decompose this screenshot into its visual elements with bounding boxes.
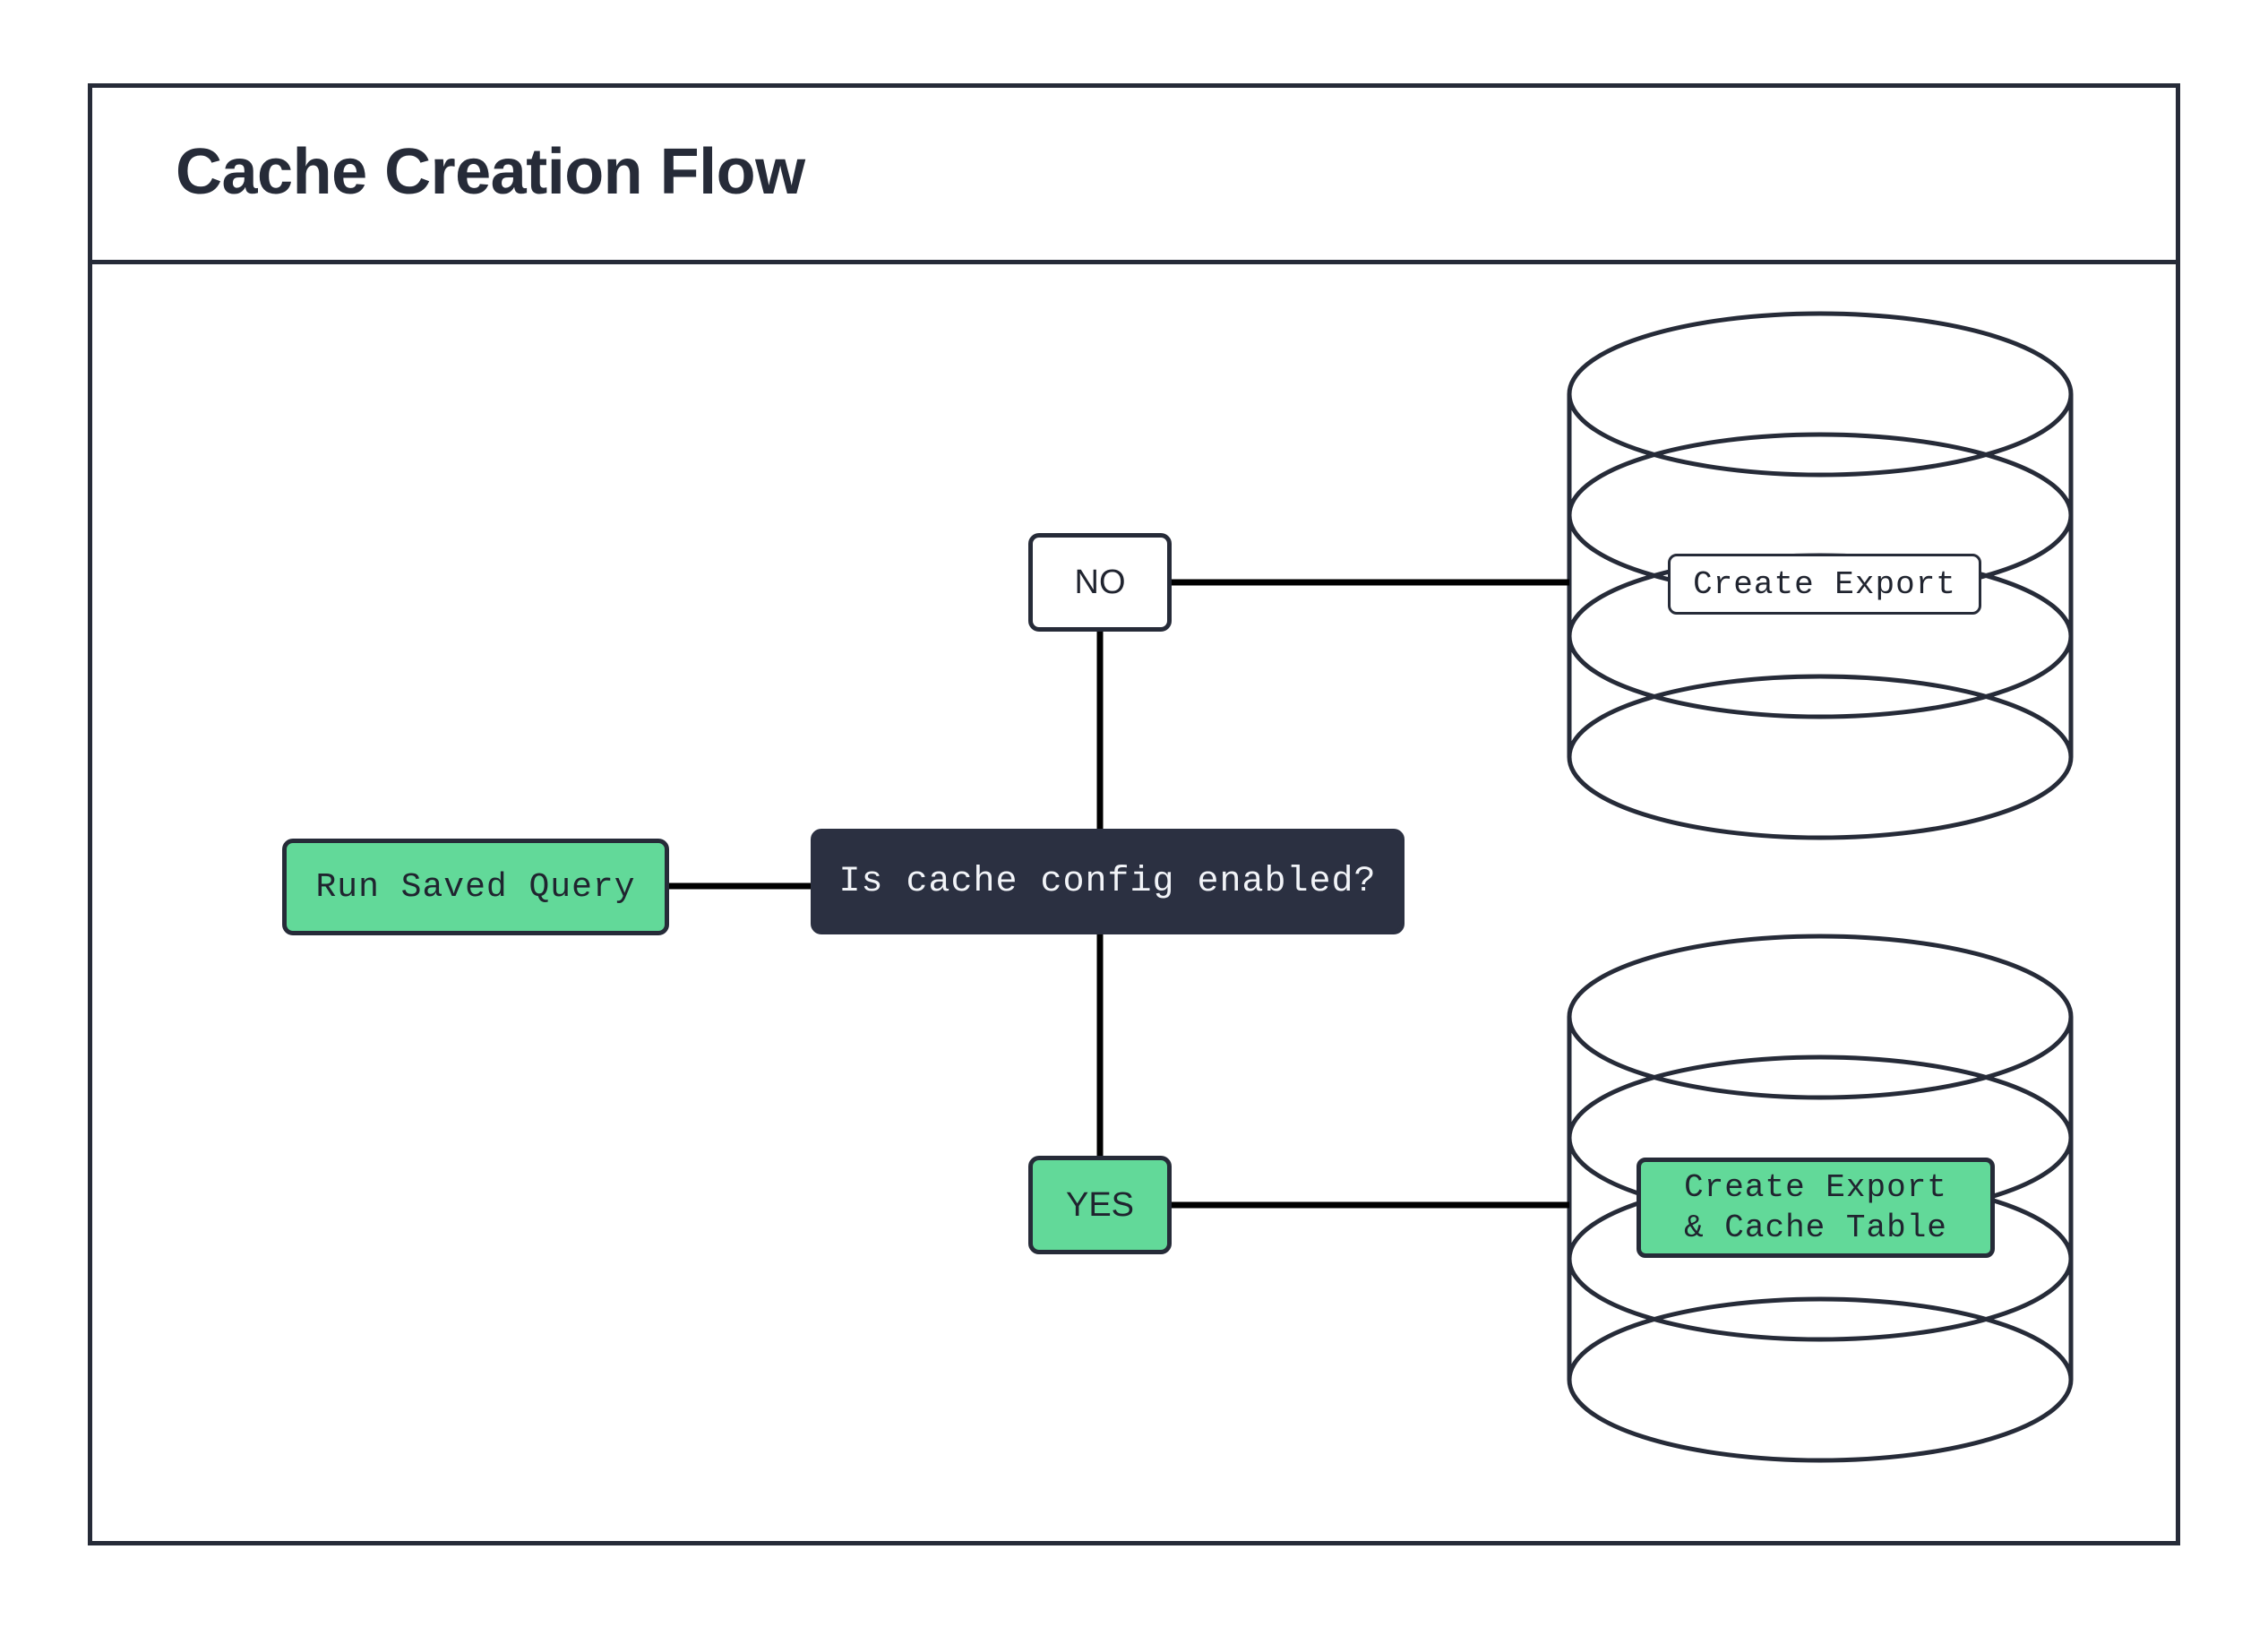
edge-label-yes[interactable]: YES [1028,1156,1172,1254]
db-label-create-export-and-cache-table[interactable]: Create Export & Cache Table [1637,1158,1995,1258]
db-label-line-1: Create Export [1684,1169,1947,1206]
page-title: Cache Creation Flow [176,135,805,208]
diagram-frame [88,83,2180,1545]
title-bar: Cache Creation Flow [88,83,2180,264]
db-label-create-export[interactable]: Create Export [1668,554,1981,615]
edge-label-no[interactable]: NO [1028,533,1172,632]
node-decision-is-cache-config-enabled[interactable]: Is cache config enabled? [811,829,1405,934]
node-run-saved-query[interactable]: Run Saved Query [282,839,669,935]
db-label-line-2: & Cache Table [1684,1209,1947,1246]
